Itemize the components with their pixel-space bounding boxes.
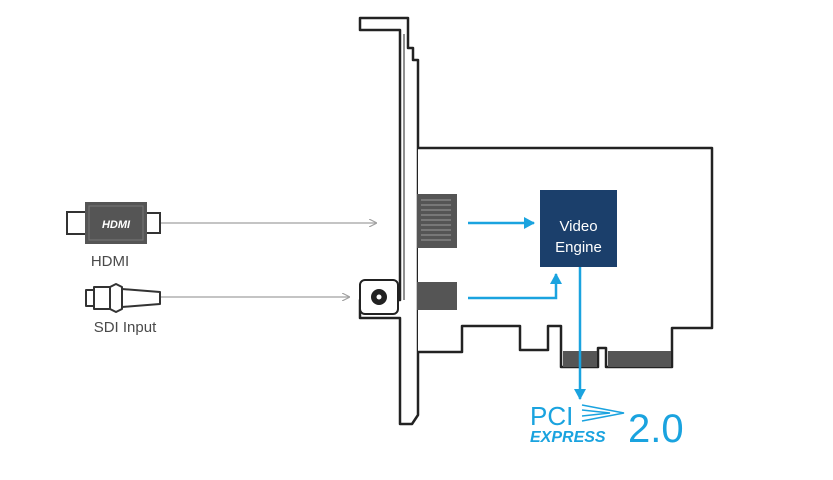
chevron-icon <box>581 404 625 422</box>
card-bracket <box>358 16 420 426</box>
sdi-plug-icon <box>85 283 161 313</box>
hdmi-label: HDMI <box>91 253 129 270</box>
pcie-word2: EXPRESS <box>530 429 606 446</box>
sdi-to-engine-arrow <box>468 273 562 300</box>
engine-line2: Engine <box>555 239 602 256</box>
video-engine-chip: Video Engine <box>540 190 617 267</box>
bnc-jack <box>359 279 399 315</box>
hdmi-port <box>417 194 457 248</box>
hdmi-plug-icon: HDMI <box>66 202 161 244</box>
pcie-word1: PCI <box>530 401 573 431</box>
sdi-label: SDI Input <box>94 319 157 336</box>
pcie-contacts-right <box>608 351 671 367</box>
pcie-logo: PCI EXPRESS 2.0 <box>530 401 684 451</box>
hdmi-plug-text: HDMI <box>102 219 131 231</box>
sdi-port <box>417 282 457 310</box>
engine-line1: Video <box>559 218 597 235</box>
pcie-version: 2.0 <box>628 407 684 451</box>
